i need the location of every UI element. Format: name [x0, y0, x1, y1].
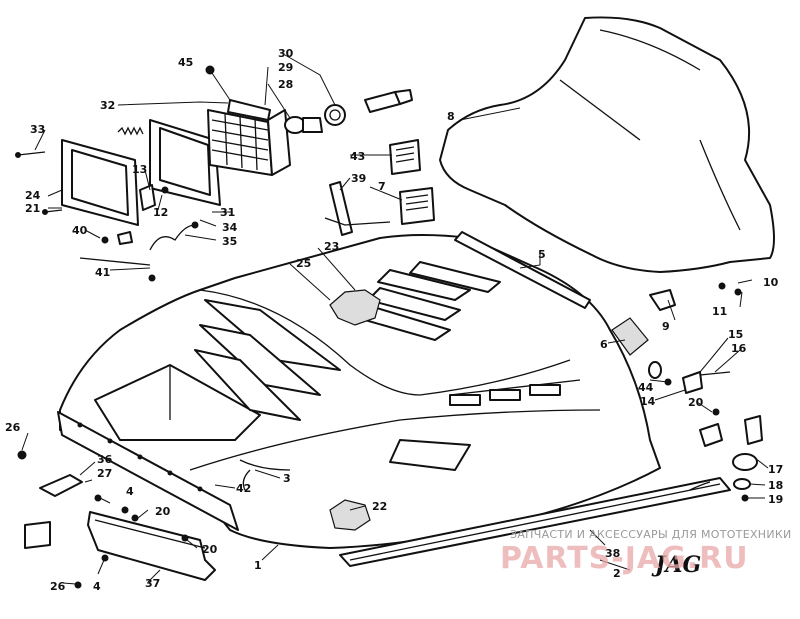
callout-23: 23 [324, 240, 339, 253]
front-bumper [17, 450, 216, 589]
callout-29: 29 [278, 61, 293, 74]
callout-31: 31 [220, 206, 235, 219]
callout-26-lower: 26 [50, 580, 66, 593]
callout-9: 9 [662, 320, 670, 333]
callout-13: 13 [132, 163, 147, 176]
headlight-lens-frame [61, 139, 139, 226]
callout-45: 45 [178, 56, 193, 69]
callout-32: 32 [100, 99, 115, 112]
watermark: ЗАПЧАСТИ И АКСЕССУАРЫ ДЛЯ МОТОТЕХНИКИ PA… [500, 528, 792, 576]
callout-20-bumper-lower: 20 [202, 543, 218, 556]
callout-6: 6 [600, 338, 608, 351]
bulb-connector [364, 89, 413, 113]
support-bracket-39 [329, 181, 353, 236]
callout-34: 34 [222, 221, 238, 234]
headlight-bezel [149, 119, 221, 206]
callout-30: 30 [278, 47, 294, 60]
callout-43: 43 [350, 150, 365, 163]
callout-17: 17 [768, 463, 783, 476]
watermark-logo: PARTS-JAG.RU [500, 541, 749, 576]
callout-26-upper: 26 [5, 421, 21, 434]
callout-numbers: 1 2 3 4 4 5 6 7 8 9 10 11 12 13 14 15 16… [5, 47, 783, 593]
leader-lines [21, 54, 769, 585]
wire-harness [79, 221, 199, 282]
side-vent-louvers [194, 299, 341, 421]
callout-10: 10 [763, 276, 779, 289]
callout-35: 35 [222, 235, 237, 248]
callout-18: 18 [768, 479, 783, 492]
adjuster-bracket [139, 184, 156, 211]
grommet-9 [648, 361, 662, 379]
callout-7: 7 [378, 180, 386, 193]
callout-24: 24 [25, 189, 41, 202]
callout-4-lower: 4 [93, 580, 101, 593]
windshield [439, 16, 775, 273]
callout-25: 25 [296, 257, 311, 270]
headlight-housing [207, 99, 291, 176]
callout-19: 19 [768, 493, 783, 506]
callout-3: 3 [283, 472, 291, 485]
callout-11: 11 [712, 305, 727, 318]
bulb-socket [324, 104, 346, 126]
callout-1: 1 [254, 559, 262, 572]
top-vents [357, 261, 501, 341]
watermark-caption: ЗАПЧАСТИ И АКСЕССУАРЫ ДЛЯ МОТОТЕХНИКИ [510, 528, 792, 541]
adjuster-spring [117, 126, 144, 136]
headlight-bulb [284, 116, 323, 134]
hood-front-rail [57, 411, 239, 531]
screw-33 [17, 151, 46, 156]
callout-37: 37 [145, 577, 160, 590]
warning-label-7 [399, 187, 435, 225]
callout-14: 14 [640, 395, 656, 408]
callout-39: 39 [351, 172, 366, 185]
callout-21: 21 [25, 202, 40, 215]
callout-2: 2 [613, 567, 621, 580]
windshield-clip [649, 282, 742, 311]
latch-bracket [664, 371, 731, 394]
vent-trim-strip [454, 231, 591, 309]
callout-15: 15 [728, 328, 743, 341]
callout-41: 41 [95, 266, 110, 279]
callout-40: 40 [72, 224, 88, 237]
decal-25 [329, 289, 381, 326]
callout-22: 22 [372, 500, 387, 513]
callout-12: 12 [153, 206, 168, 219]
side-decal-strip: JAG [339, 477, 731, 578]
callout-27: 27 [97, 467, 112, 480]
callout-20-latch: 20 [688, 396, 704, 409]
access-plate [611, 317, 649, 356]
callout-5: 5 [538, 248, 546, 261]
callout-38: 38 [605, 547, 620, 560]
callout-20-bumper-upper: 20 [155, 505, 171, 518]
warning-label-43 [389, 139, 421, 175]
jag-decal-logo: JAG [651, 552, 701, 578]
callout-33: 33 [30, 123, 45, 136]
hood-body [59, 234, 661, 549]
callout-36: 36 [97, 453, 113, 466]
callout-8: 8 [447, 110, 455, 123]
callout-28: 28 [278, 78, 293, 91]
callout-16: 16 [731, 342, 747, 355]
callout-44: 44 [638, 381, 654, 394]
callout-42: 42 [236, 482, 251, 495]
hood-latch [699, 408, 763, 502]
callout-4-upper: 4 [126, 485, 134, 498]
